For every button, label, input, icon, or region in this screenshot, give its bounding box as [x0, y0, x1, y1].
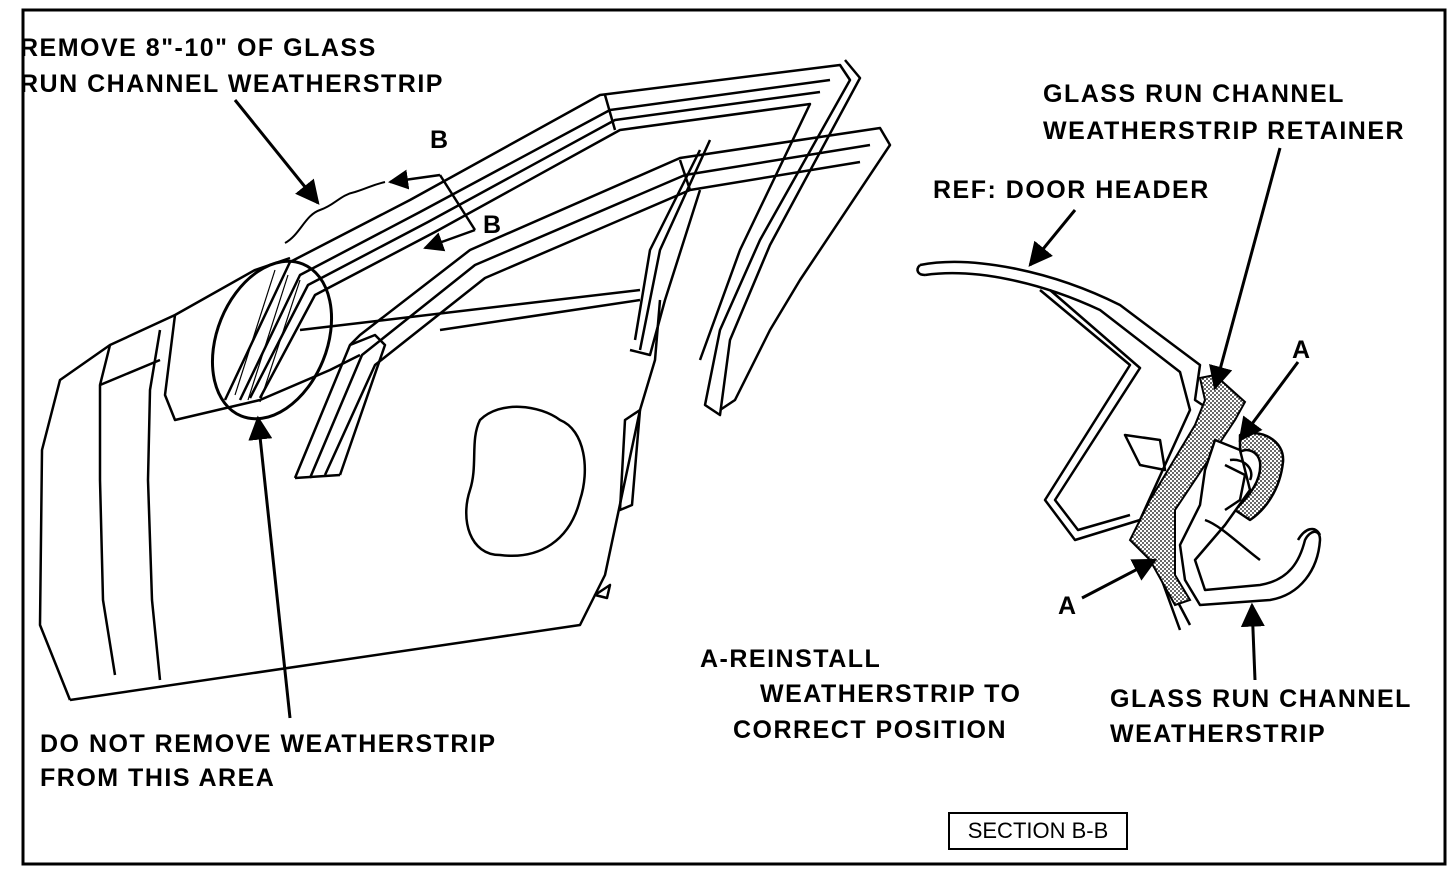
removal-squiggle	[284, 181, 386, 244]
weatherstrip-label-line2: WEATHERSTRIP	[1110, 720, 1327, 748]
reinstall-label-line1: A-REINSTALL	[700, 645, 882, 673]
a-upper-label: A	[1292, 336, 1312, 364]
a-lower-arrow	[1081, 558, 1158, 600]
a-lower-label: A	[1058, 592, 1078, 620]
weatherstrip-arrow	[1240, 602, 1265, 681]
b-upper-label: B	[430, 126, 450, 154]
section-leader-arrows	[1028, 147, 1300, 681]
remove-label-line2: RUN CHANNEL WEATHERSTRIP	[20, 70, 444, 98]
window-frame-outer	[223, 59, 862, 417]
reinstall-label-line3: CORRECT POSITION	[733, 716, 1008, 744]
remove-label-line1: REMOVE 8"-10" OF GLASS	[20, 34, 377, 62]
b-lower-label: B	[483, 211, 503, 239]
weatherstrip-retainer	[1128, 373, 1247, 607]
window-frame-inner	[293, 126, 892, 480]
section-bb-drawing	[916, 260, 1227, 631]
figure-border	[21, 8, 1447, 866]
weatherstrip-label-line1: GLASS RUN CHANNEL	[1110, 685, 1412, 713]
weatherstrip-profile	[1178, 431, 1322, 607]
door-shell	[38, 256, 662, 702]
do-not-remove-label-line2: FROM THIS AREA	[40, 764, 276, 792]
do-not-remove-label-line1: DO NOT REMOVE WEATHERSTRIP	[40, 730, 497, 758]
reinstall-label-line2: WEATHERSTRIP TO	[760, 680, 1022, 708]
section-cut-line	[388, 169, 477, 252]
retainer-label-line1: GLASS RUN CHANNEL	[1043, 80, 1345, 108]
do-not-remove-leader-arrow	[248, 415, 292, 719]
door-header-arrow	[1028, 209, 1077, 267]
retainer-label-line2: WEATHERSTRIP RETAINER	[1043, 117, 1406, 145]
do-not-remove-area-circle	[210, 259, 334, 421]
circle-hatching	[234, 269, 301, 403]
a-upper-arrow	[1238, 361, 1300, 442]
section-bb-label: SECTION B-B	[948, 812, 1128, 850]
retainer-arrow	[1209, 147, 1282, 391]
door-header-label: REF: DOOR HEADER	[933, 176, 1210, 204]
remove-leader-arrow	[233, 99, 320, 205]
